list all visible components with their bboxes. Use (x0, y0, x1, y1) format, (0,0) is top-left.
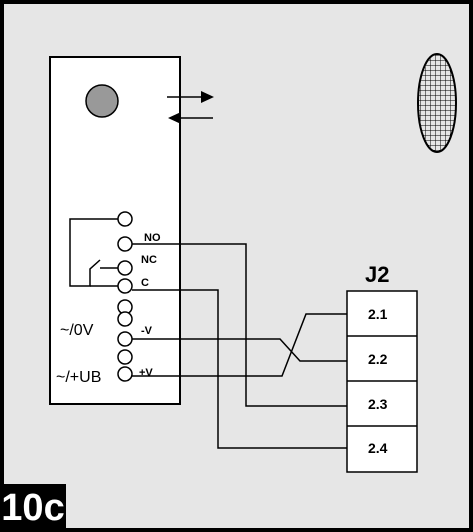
terminal-label-plus-v: +V (139, 367, 153, 379)
terminal-label-no: NO (144, 232, 161, 244)
signal-arrows-icon (167, 91, 214, 124)
connector-dividers (347, 335, 417, 427)
terminal-label-nc: NC (141, 254, 157, 266)
connector-pin-4: 2.4 (368, 440, 388, 456)
connector-pin-3: 2.3 (368, 396, 388, 412)
connector-pin-2: 2.2 (368, 351, 388, 367)
connector-pin-1: 2.1 (368, 306, 388, 322)
terminal-label-c: C (141, 277, 149, 289)
device-body (49, 56, 181, 405)
relay-wiring (69, 218, 118, 287)
external-wires (132, 243, 347, 449)
terminal-label-minus-v: -V (141, 325, 153, 337)
side-label-zero-v: ~/0V (60, 322, 94, 339)
grille-icon (417, 53, 457, 153)
terminal-circles (117, 211, 133, 382)
side-label-plus-ub: ~/+UB (56, 369, 101, 386)
connector-title: J2 (365, 262, 389, 287)
sensor-lens-icon (85, 84, 119, 118)
figure-label: 10c (0, 484, 66, 532)
